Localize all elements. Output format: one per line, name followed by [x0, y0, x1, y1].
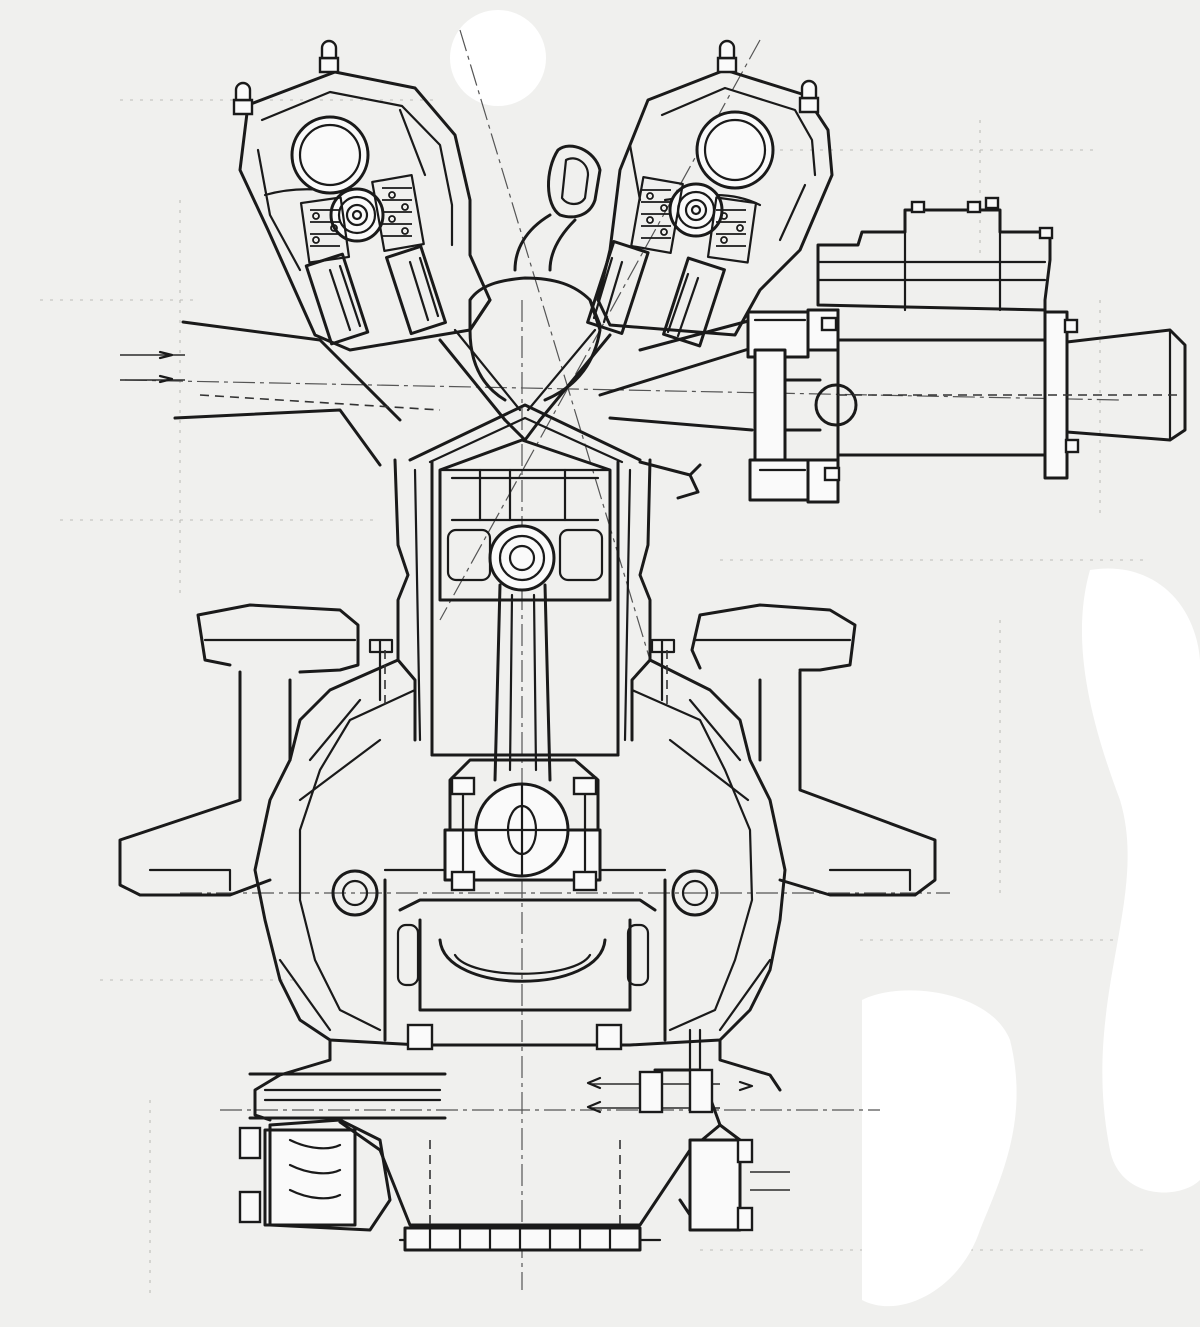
right-cam-housing	[586, 39, 834, 348]
inlet-manifold-right	[598, 196, 1187, 504]
piston	[438, 438, 612, 602]
combustion-chamber	[408, 276, 642, 464]
right-cap-nuts	[716, 39, 820, 114]
left-valve-springs	[310, 187, 412, 247]
sump-and-oil-pump	[238, 1028, 790, 1252]
exhaust-pipe-left	[120, 320, 441, 467]
paper-damage-patches	[450, 10, 1200, 1307]
left-cam-housing	[232, 39, 492, 352]
cylinder-block	[393, 458, 652, 757]
left-engine-mount	[118, 603, 394, 897]
breather-tube	[513, 144, 602, 272]
crankcase	[253, 658, 787, 1051]
carb-nuts	[820, 196, 1080, 482]
big-end-bolts	[450, 776, 598, 892]
main-bearing-nuts	[406, 1023, 623, 1051]
paper-ghost-lines	[40, 99, 1180, 1300]
left-cap-nuts	[232, 39, 340, 116]
connecting-rod	[443, 583, 602, 892]
right-valve-springs	[641, 189, 746, 247]
right-engine-mount	[650, 603, 937, 897]
